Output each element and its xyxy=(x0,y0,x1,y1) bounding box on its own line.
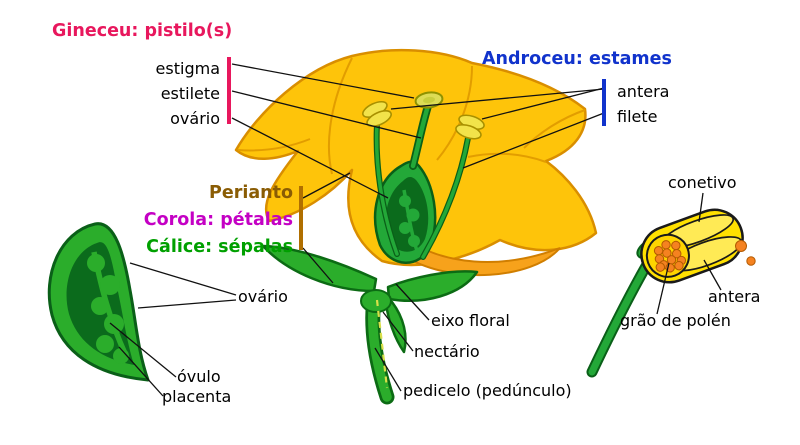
label-conetivo: conetivo xyxy=(668,173,737,192)
line-eixo-floral xyxy=(395,283,430,321)
label-estilete: estilete xyxy=(160,84,220,103)
line-ovario-section-2 xyxy=(137,299,237,309)
anther-cross-section xyxy=(586,208,756,378)
gineceu-labels: estigma estilete ovário xyxy=(38,56,220,131)
line-nectario xyxy=(382,311,414,352)
ovules-in-ovary xyxy=(399,195,420,247)
sepal-right xyxy=(386,270,479,302)
sepals xyxy=(261,244,479,354)
label-ovulo: óvulo xyxy=(177,367,221,386)
line-corola-petal xyxy=(302,172,351,199)
stamen-right xyxy=(420,114,485,260)
line-ovario-section-1 xyxy=(129,262,237,296)
label-ovario-pistil: ovário xyxy=(170,109,220,128)
sepal-left xyxy=(261,244,378,293)
line-antera-left xyxy=(390,88,605,110)
perianto-bar xyxy=(299,186,303,250)
perianto-labels: Perianto Corola: pétalas Cálice: sépalas xyxy=(55,180,293,261)
label-pedicelo: pedicelo (pedúnculo) xyxy=(403,381,572,400)
line-filete xyxy=(462,112,605,169)
label-placenta: placenta xyxy=(162,387,232,406)
line-estilete xyxy=(231,90,422,139)
sepal-lower xyxy=(384,300,407,354)
anther-section-body xyxy=(640,208,744,284)
ovules xyxy=(87,254,129,364)
line-calice-sepal xyxy=(302,247,334,284)
androceu-bar xyxy=(602,79,606,126)
nectary-receptacle xyxy=(360,289,392,313)
line-ovario-pistil xyxy=(231,117,389,199)
loose-pollen-grains xyxy=(735,240,756,266)
heading-gineceu: Gineceu: pistilo(s) xyxy=(52,21,233,41)
flower-illustration xyxy=(234,48,598,405)
androceu-labels: antera filete xyxy=(617,79,669,129)
heading-perianto: Perianto xyxy=(209,183,293,203)
heading-calice: Cálice: sépalas xyxy=(146,237,293,257)
label-antera-section: antera xyxy=(708,287,761,306)
line-antera-right xyxy=(481,87,605,120)
label-eixo-floral: eixo floral xyxy=(431,311,510,330)
label-estigma: estigma xyxy=(155,59,220,78)
line-antera-section xyxy=(703,259,722,291)
gineceu-bar xyxy=(227,57,231,124)
line-placenta xyxy=(118,346,164,397)
pollen-grains xyxy=(653,240,687,273)
line-grao-polen xyxy=(656,262,670,315)
label-filete: filete xyxy=(617,107,658,126)
line-pedicelo xyxy=(374,347,402,392)
heading-corola: Corola: pétalas xyxy=(143,210,293,230)
pedicel-stem xyxy=(360,289,395,405)
line-estigma xyxy=(231,63,415,99)
ovary-cross-section xyxy=(47,222,150,382)
line-ovulo xyxy=(109,322,177,378)
anther-right xyxy=(455,114,485,140)
heading-androceu: Androceu: estames xyxy=(482,49,672,69)
connector-lines xyxy=(109,63,722,397)
floral-axis-dashed-line xyxy=(375,299,389,389)
stigma xyxy=(414,91,444,109)
label-ovario-section: ovário xyxy=(238,287,288,306)
line-conetivo xyxy=(698,192,704,223)
label-antera-flower: antera xyxy=(617,82,670,101)
label-nectario: nectário xyxy=(414,342,480,361)
label-grao-polen: grão de polén xyxy=(620,311,731,330)
